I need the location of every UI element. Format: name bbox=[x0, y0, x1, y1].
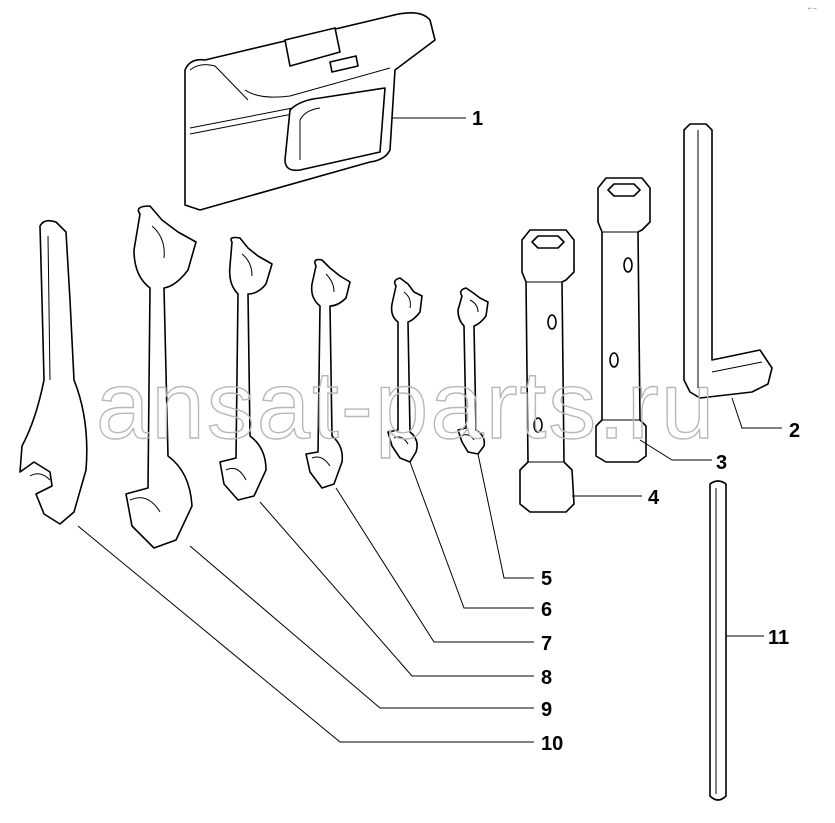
callouts: 1 2 3 4 5 6 7 8 9 10 11 bbox=[472, 108, 800, 755]
small-wrench-6 bbox=[387, 277, 423, 463]
watermark-text: ansat-parts.ru bbox=[96, 352, 716, 459]
small-wrench-5 bbox=[457, 287, 489, 455]
callout-8: 8 bbox=[541, 667, 552, 689]
callout-3: 3 bbox=[716, 452, 727, 474]
medium-wrench-7 bbox=[305, 258, 351, 489]
tool-bag bbox=[184, 12, 436, 211]
callout-1: 1 bbox=[472, 108, 483, 130]
callout-6: 6 bbox=[541, 599, 552, 621]
callout-9: 9 bbox=[541, 699, 552, 721]
callout-7: 7 bbox=[541, 633, 552, 655]
callout-4: 4 bbox=[648, 487, 660, 509]
corner-mark: ⌐ – bbox=[808, 6, 817, 12]
tube-wrench-short bbox=[519, 229, 575, 513]
callout-5: 5 bbox=[541, 568, 552, 590]
single-wrench-10 bbox=[19, 219, 88, 525]
callout-11: 11 bbox=[768, 627, 789, 649]
large-wrench-9 bbox=[125, 205, 197, 549]
leader-lines bbox=[77, 117, 782, 743]
tube-wrench-long bbox=[595, 177, 651, 463]
tommy-bar-rod bbox=[709, 480, 727, 801]
medium-wrench-8 bbox=[219, 236, 273, 501]
hex-key bbox=[683, 123, 773, 399]
callout-10: 10 bbox=[541, 733, 563, 755]
callout-2: 2 bbox=[789, 420, 800, 442]
